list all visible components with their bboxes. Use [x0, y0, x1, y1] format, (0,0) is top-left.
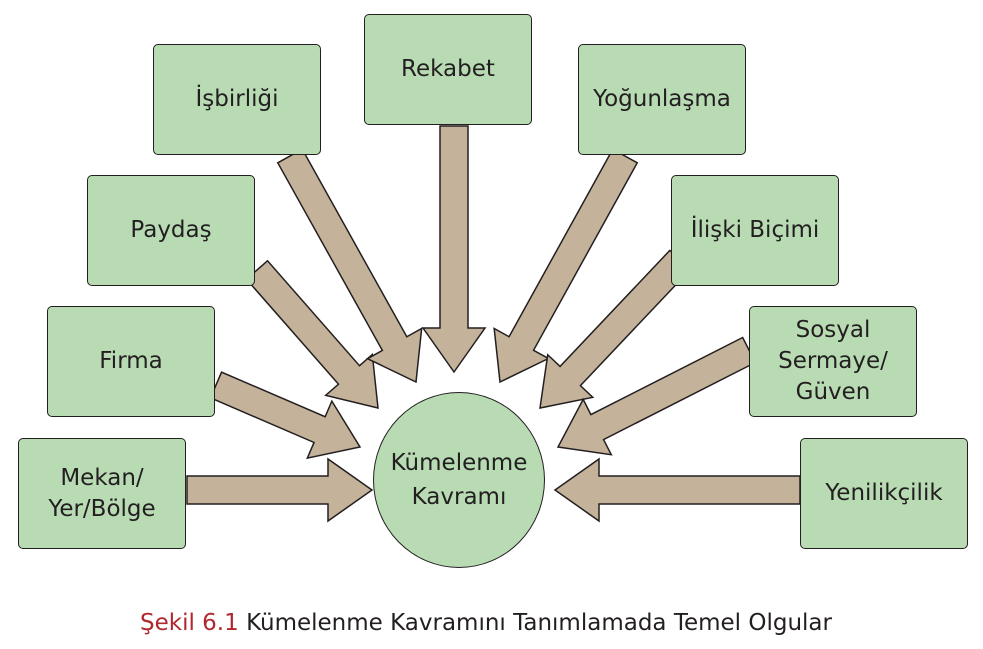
arrow-firma	[209, 371, 362, 460]
arrow-sosyal	[556, 336, 757, 456]
center-label-line2: Kavramı	[411, 484, 507, 510]
arrow-mekan	[186, 457, 374, 523]
concept-label: Yer/Bölge	[48, 495, 156, 522]
concept-label: İlişki Biçimi	[690, 217, 820, 243]
concept-box-yogunlasma: Yoğunlaşma	[578, 44, 746, 155]
concept-label: İşbirliği	[195, 86, 279, 112]
concept-label: Yenilikçilik	[825, 480, 943, 506]
concept-label: Sermaye/	[778, 348, 888, 374]
concept-label: Mekan/	[60, 464, 144, 491]
concept-label: Firma	[99, 348, 163, 374]
arrow-rekabet	[421, 125, 487, 374]
arrow-iliski	[539, 249, 692, 409]
concept-box-yenilikcilik: Yenilikçilik	[800, 438, 968, 549]
concept-label: Güven	[795, 379, 871, 405]
arrow-yenilikcilik	[553, 457, 801, 523]
concept-box-firma: Firma	[47, 306, 215, 417]
concept-box-rekabet: Rekabet	[364, 14, 532, 125]
caption-label: Şekil 6.1	[140, 610, 239, 636]
concept-box-iliski: İlişki Biçimi	[671, 175, 839, 286]
arrow-isbirligi	[276, 148, 423, 384]
concept-label: Paydaş	[130, 217, 212, 243]
figure-caption: Şekil 6.1 Kümelenme Kavramını Tanımlamad…	[140, 610, 832, 636]
arrow-yogunlasma	[493, 148, 639, 384]
center-label-line1: Kümelenme	[390, 450, 528, 476]
arrow-paydas	[245, 259, 379, 409]
center-concept: Kümelenme Kavramı	[373, 392, 545, 568]
concept-label: Sosyal	[795, 317, 871, 343]
concept-box-mekan: Mekan/Yer/Bölge	[18, 438, 186, 549]
caption-text: Kümelenme Kavramını Tanımlamada Temel Ol…	[246, 610, 832, 636]
concept-box-isbirligi: İşbirliği	[153, 44, 321, 155]
concept-box-paydas: Paydaş	[87, 175, 255, 286]
concept-label: Rekabet	[401, 56, 495, 82]
concept-label: Yoğunlaşma	[593, 86, 731, 112]
